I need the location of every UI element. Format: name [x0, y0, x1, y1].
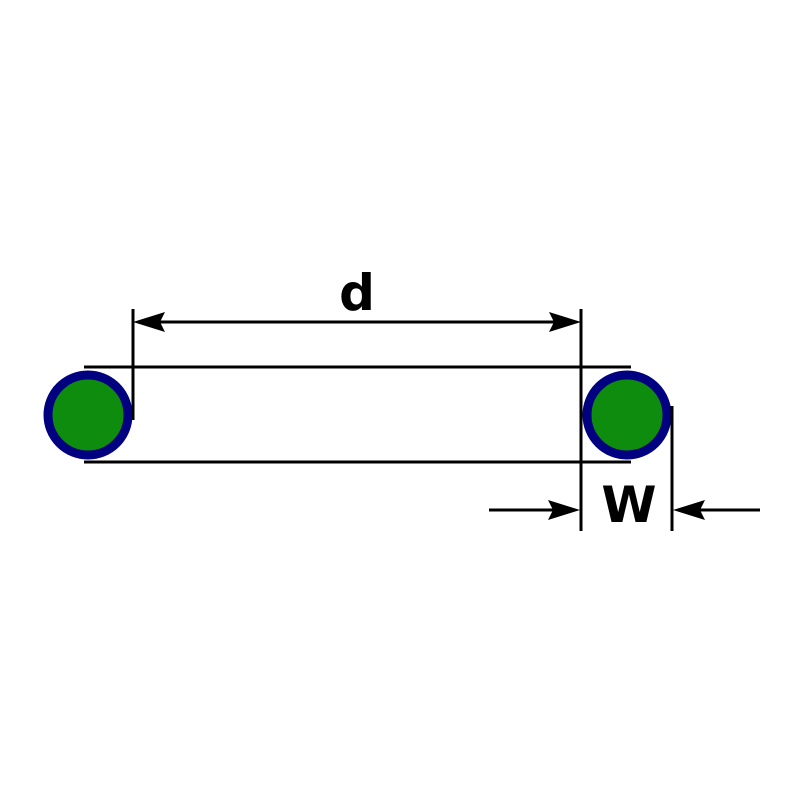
w-arrowhead-left-icon — [548, 500, 580, 520]
d-dimension-label: d — [339, 264, 375, 322]
d-arrowhead-left-icon — [133, 312, 165, 332]
w-arrowhead-right-icon — [673, 500, 705, 520]
left-cross-section-circle — [43, 370, 133, 460]
right-cross-section-circle — [582, 370, 672, 460]
d-arrowhead-right-icon — [549, 312, 581, 332]
w-dimension-label: W — [601, 476, 656, 534]
